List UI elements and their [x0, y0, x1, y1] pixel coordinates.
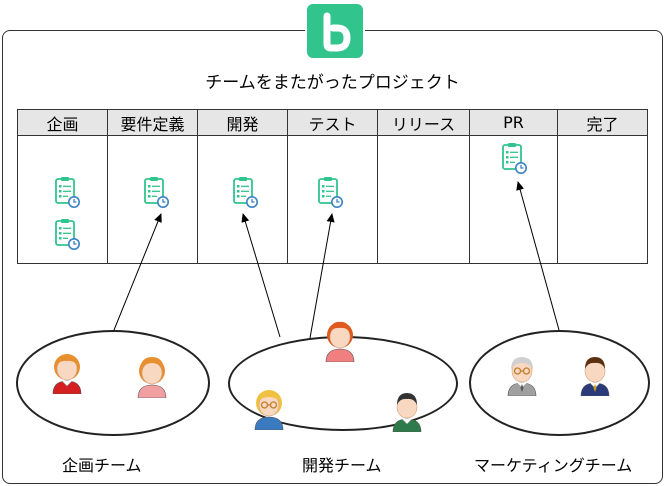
team-label-marketing: マーケティングチーム	[474, 456, 633, 475]
kanban-board: 企画 要件定義 開発 テスト	[17, 109, 648, 264]
arrow-marketing-to-pr	[516, 181, 560, 331]
column-header: 要件定義	[108, 110, 197, 136]
pink-hat-avatar	[135, 354, 171, 402]
grey-hair-glasses-avatar	[505, 352, 541, 400]
column-done: 完了	[558, 110, 647, 263]
diagram-title: チームをまたがったプロジェクト	[205, 73, 460, 93]
red-hair-avatar	[323, 318, 359, 366]
arrow-kaihatsu-to-kaihatsu	[241, 213, 281, 338]
column-youken: 要件定義	[108, 110, 198, 263]
column-test: テスト	[288, 110, 378, 263]
task-card-icon[interactable]	[501, 142, 527, 178]
task-card-icon[interactable]	[232, 176, 258, 212]
column-body	[18, 136, 107, 263]
task-card-icon[interactable]	[143, 176, 169, 212]
column-kikaku: 企画	[18, 110, 108, 263]
arrow-kaihatsu-to-test	[309, 213, 335, 339]
team-ellipse-kikaku	[16, 330, 210, 436]
green-shirt-avatar	[390, 388, 426, 436]
column-body	[288, 136, 377, 263]
navy-suit-avatar	[578, 352, 614, 400]
column-header: PR	[470, 110, 557, 136]
column-header: 企画	[18, 110, 107, 136]
b-logo-icon	[305, 2, 365, 60]
team-ellipse-marketing	[469, 330, 650, 436]
column-header: 完了	[558, 110, 647, 136]
column-header: テスト	[288, 110, 377, 136]
team-label-kaihatsu: 開発チーム	[302, 456, 382, 475]
glasses-avatar	[252, 386, 288, 434]
column-header: リリース	[378, 110, 469, 136]
task-card-icon[interactable]	[54, 176, 80, 212]
column-body	[198, 136, 287, 263]
team-label-kikaku: 企画チーム	[62, 456, 142, 475]
column-body	[108, 136, 197, 263]
orange-hair-avatar	[50, 350, 86, 398]
column-body	[470, 136, 557, 263]
column-kaihatsu: 開発	[198, 110, 288, 263]
column-release: リリース	[378, 110, 470, 263]
task-card-icon[interactable]	[317, 176, 343, 212]
column-header: 開発	[198, 110, 287, 136]
task-card-icon[interactable]	[54, 218, 80, 254]
arrow-kikaku-to-youken	[113, 213, 162, 331]
column-pr: PR	[470, 110, 558, 263]
